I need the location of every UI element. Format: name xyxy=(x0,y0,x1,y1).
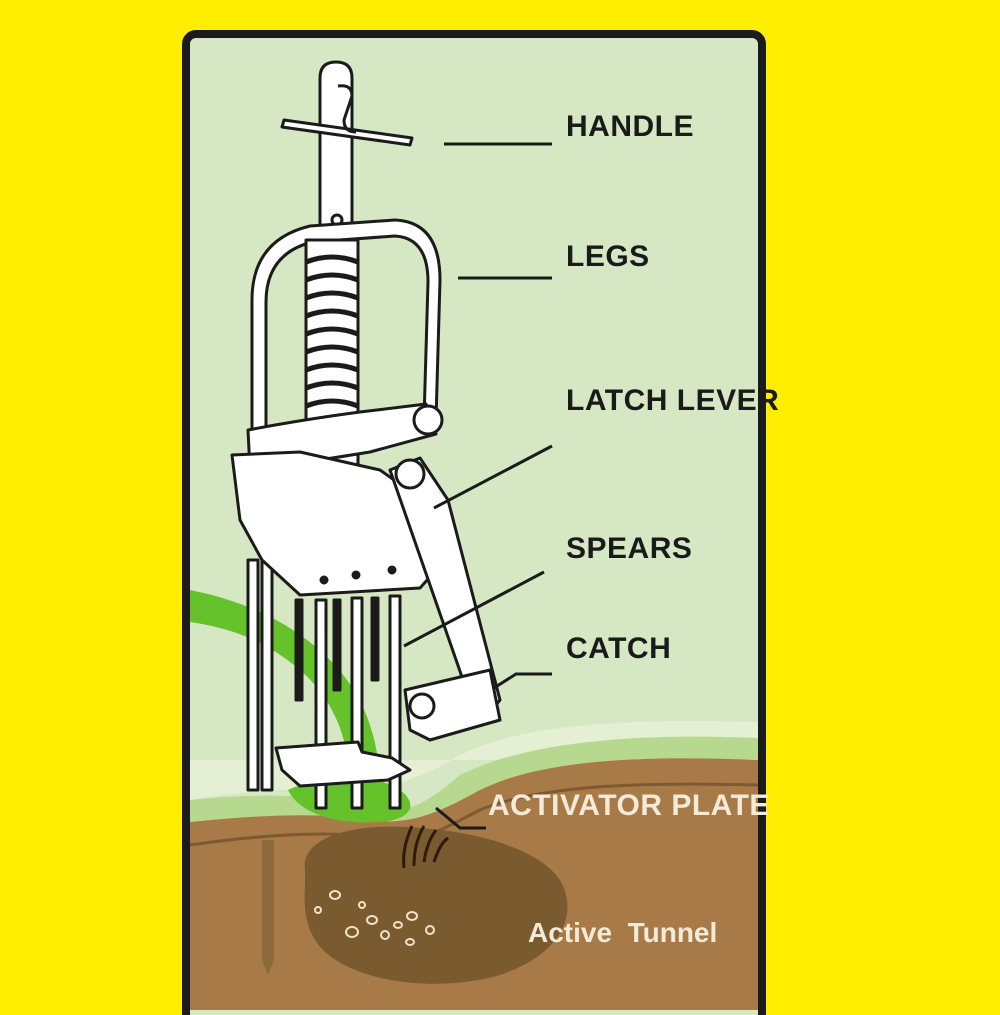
soil-line xyxy=(189,782,759,847)
leg-stake-soil xyxy=(262,840,274,975)
handle-shaft xyxy=(318,60,354,242)
leg-rod-left-2 xyxy=(260,558,274,792)
label-spears: SPEARS xyxy=(566,532,692,565)
leader-catch xyxy=(493,672,552,690)
pebbles xyxy=(314,890,435,946)
catch-pin xyxy=(408,692,436,720)
spear-1 xyxy=(294,598,304,702)
leader-activator xyxy=(435,806,486,830)
label-activator-plate: ACTIVATOR PLATE xyxy=(488,789,770,822)
plate-hole-1 xyxy=(319,575,329,585)
trap xyxy=(230,60,502,810)
label-active-tunnel: Active Tunnel xyxy=(528,917,717,948)
roots xyxy=(402,825,449,869)
plate-hole-2 xyxy=(351,570,361,580)
latch-pivot xyxy=(412,404,444,436)
spear-3 xyxy=(332,598,342,692)
label-latch-lever: LATCH LEVER xyxy=(566,384,779,417)
label-handle: HANDLE xyxy=(566,110,694,143)
catch-block xyxy=(403,668,502,742)
leader-latch-lever xyxy=(433,444,553,510)
spear-5 xyxy=(370,596,380,682)
latch-lever-pivot xyxy=(394,458,426,490)
active-tunnel-shape xyxy=(304,826,568,984)
label-catch: CATCH xyxy=(566,632,671,665)
plate-hole-3 xyxy=(387,565,397,575)
activator-plate-shape xyxy=(274,740,412,788)
handle-clip xyxy=(337,84,357,134)
spear-6 xyxy=(388,594,402,810)
leader-spears xyxy=(403,570,545,648)
leg-rod-left xyxy=(246,558,260,792)
label-legs: LEGS xyxy=(566,240,650,273)
leader-lines xyxy=(403,142,553,830)
handle-pin xyxy=(280,118,414,147)
